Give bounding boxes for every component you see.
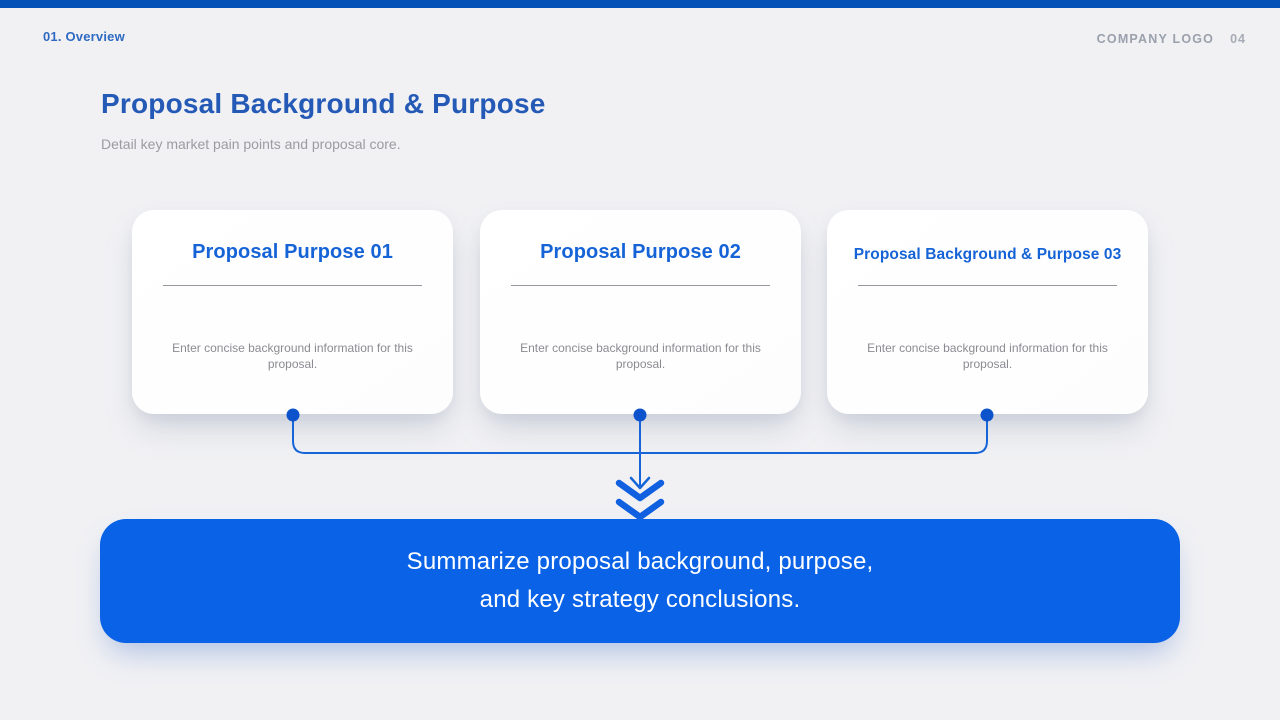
summary-line-2: and key strategy conclusions. bbox=[479, 586, 801, 613]
card-divider bbox=[511, 285, 770, 286]
proposal-card-2: Proposal Purpose 02 Enter concise backgr… bbox=[480, 210, 801, 414]
section-label: 01. Overview bbox=[43, 29, 125, 44]
page-title: Proposal Background & Purpose bbox=[101, 88, 546, 119]
header-right: COMPANY LOGO 04 bbox=[1097, 32, 1246, 46]
summary-banner: Summarize proposal background, purpose, … bbox=[100, 519, 1180, 643]
double-chevron-down-icon bbox=[615, 479, 665, 521]
card-body: Enter concise background information for… bbox=[867, 341, 1108, 371]
page-subtitle: Detail key market pain points and propos… bbox=[101, 136, 401, 152]
card-body: Enter concise background information for… bbox=[172, 341, 413, 371]
card-title: Proposal Purpose 02 bbox=[540, 241, 741, 263]
top-accent-bar bbox=[0, 0, 1280, 8]
summary-line-1: Summarize proposal background, purpose, bbox=[406, 548, 874, 575]
card-divider bbox=[163, 285, 422, 286]
card-body: Enter concise background information for… bbox=[520, 341, 761, 371]
card-title: Proposal Background & Purpose 03 bbox=[853, 246, 1122, 263]
proposal-card-1: Proposal Purpose 01 Enter concise backgr… bbox=[132, 210, 453, 414]
card-divider bbox=[858, 285, 1117, 286]
company-logo: COMPANY LOGO bbox=[1096, 32, 1215, 46]
proposal-card-3: Proposal Background & Purpose 03 Enter c… bbox=[827, 210, 1148, 414]
card-title: Proposal Purpose 01 bbox=[192, 241, 393, 263]
page-number: 04 bbox=[1230, 32, 1246, 46]
